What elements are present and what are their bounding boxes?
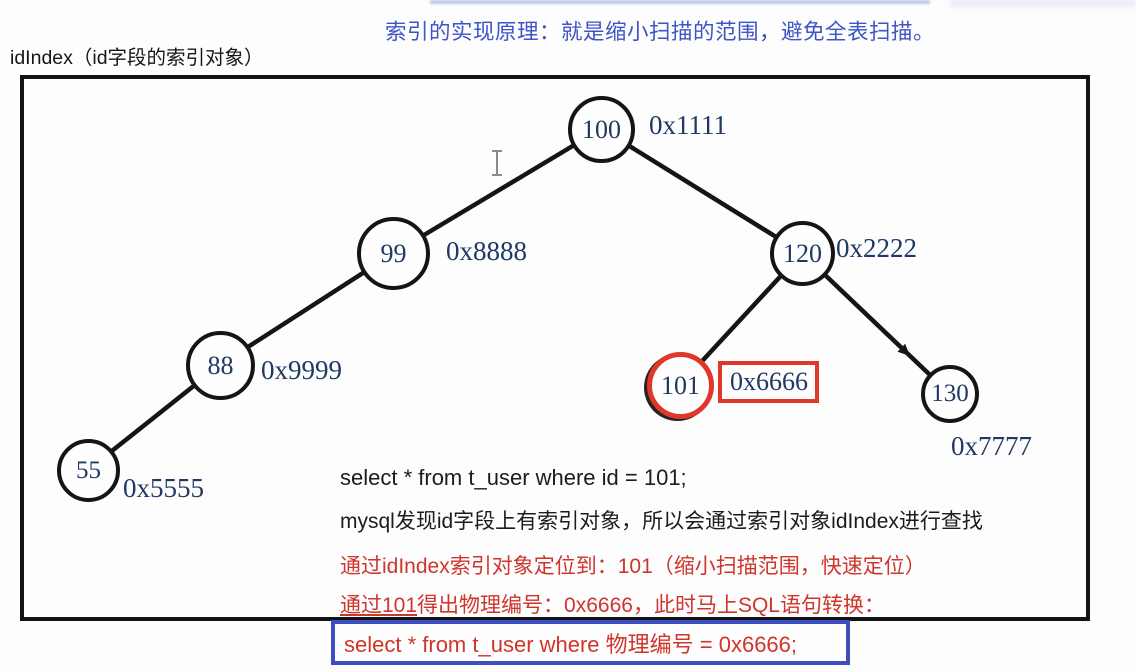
page-title: 索引的实现原理：就是缩小扫描的范围，避免全表扫描。 (385, 20, 936, 44)
cropped-text-remnant (950, 0, 1136, 7)
node-value: 130 (931, 380, 969, 407)
sql-result-box: select * from t_user where 物理编号 = 0x6666… (331, 620, 850, 665)
diagram-label: idIndex（id字段的索引对象） (10, 47, 264, 69)
hex-pointer-label: 0x6666 (730, 367, 808, 396)
node-value: 101 (661, 370, 700, 400)
node-value: 100 (582, 114, 621, 144)
explanation-line-red: 通过101得出物理编号：0x6666，此时马上SQL语句转换： (340, 589, 885, 619)
tree-node-101-highlighted: 101 (647, 352, 714, 419)
hex-pointer-label: 0x2222 (836, 233, 917, 263)
hex-pointer-label: 0x1111 (649, 110, 727, 140)
hex-pointer-label: 0x8888 (446, 236, 527, 266)
hex-pointer-highlight-box: 0x6666 (718, 361, 819, 403)
hex-pointer-label: 0x7777 (951, 431, 1032, 461)
node-value: 120 (783, 238, 822, 268)
explanation-line-red: 通过idIndex索引对象定位到：101（缩小扫描范围，快速定位） (340, 555, 926, 578)
tree-node-130: 130 (921, 365, 979, 423)
tree-node-55: 55 (57, 439, 120, 502)
tree-node-120: 120 (770, 221, 835, 286)
hex-pointer-label: 0x9999 (261, 355, 342, 385)
node-value: 55 (76, 456, 101, 484)
tree-node-99: 99 (357, 217, 430, 290)
rest-text: 得出物理编号：0x6666，此时马上SQL语句转换： (417, 594, 885, 617)
underlined-text: 通过101 (340, 594, 418, 617)
diagram-frame (20, 75, 1090, 621)
text-cursor-icon (490, 150, 504, 176)
node-value: 99 (380, 238, 407, 268)
tree-node-100: 100 (568, 96, 635, 163)
hex-pointer-label: 0x5555 (123, 473, 204, 503)
tree-node-88: 88 (186, 331, 255, 400)
explanation-line: mysql发现id字段上有索引对象，所以会通过索引对象idIndex进行查找 (340, 510, 983, 533)
sql-result-text: select * from t_user where 物理编号 = 0x6666… (344, 631, 798, 657)
sql-query-line: select * from t_user where id = 101; (340, 465, 687, 490)
cropped-text-remnant (430, 0, 930, 4)
node-value: 88 (207, 350, 234, 380)
